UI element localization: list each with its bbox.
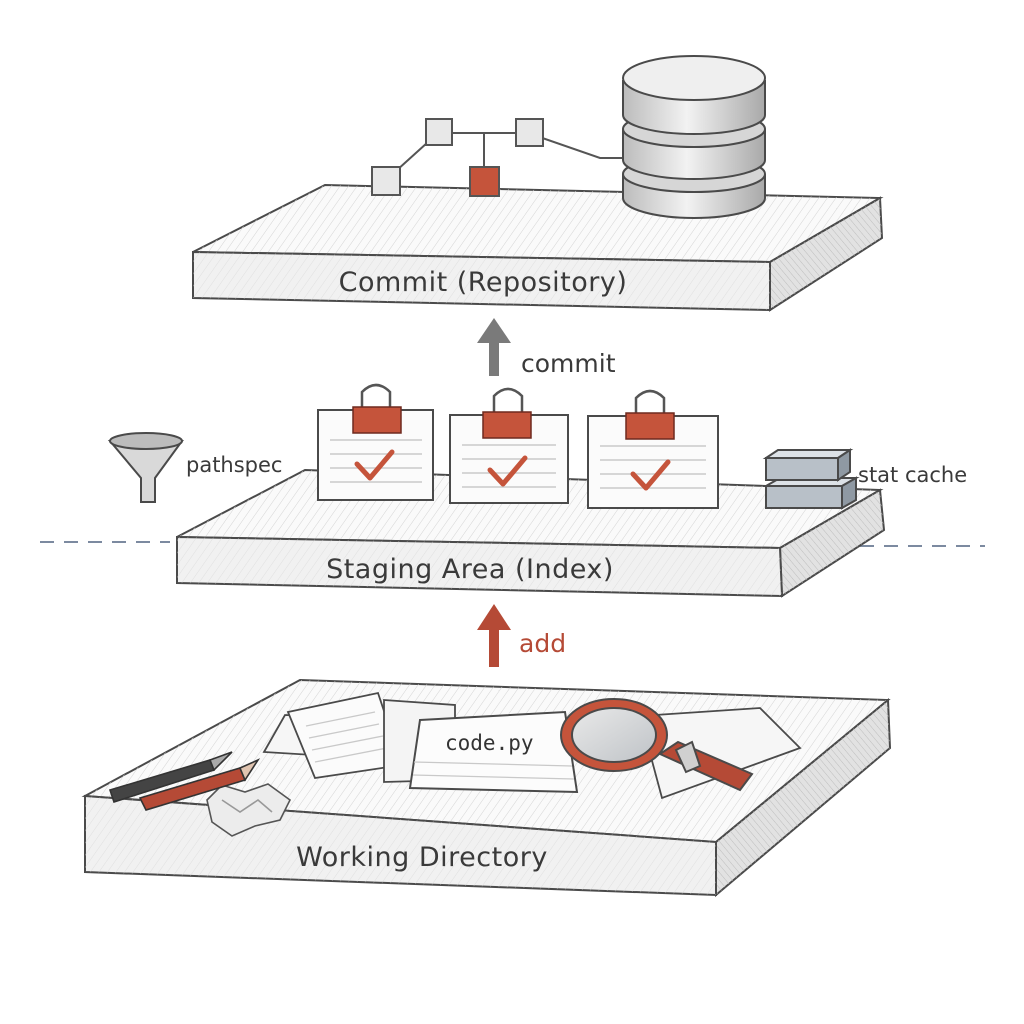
add-label: add xyxy=(519,629,566,658)
stat-cache-label: stat cache xyxy=(858,463,967,487)
repository-label: Commit (Repository) xyxy=(339,267,628,298)
database-icon xyxy=(622,55,766,219)
crumpled-paper-icon xyxy=(206,783,292,837)
pencil-icon xyxy=(108,751,261,811)
staged-file-card xyxy=(587,389,719,509)
funnel-icon xyxy=(107,432,184,503)
loose-paper-icon xyxy=(262,691,802,800)
magnifying-glass-icon xyxy=(560,698,754,792)
stacked-blocks-icon xyxy=(762,448,860,510)
commit-arrow-icon xyxy=(477,318,511,376)
index-separator-line xyxy=(40,541,985,547)
pathspec-label: pathspec xyxy=(186,453,282,477)
commit-label: commit xyxy=(521,349,616,378)
binder-clip-icon xyxy=(625,389,675,440)
add-arrow-icon xyxy=(477,604,511,667)
staging-label: Staging Area (Index) xyxy=(326,554,614,585)
code-file-name: code.py xyxy=(445,731,534,755)
working-directory-label: Working Directory xyxy=(296,842,548,873)
staged-file-card xyxy=(449,387,569,504)
commit-graph-icon xyxy=(371,118,625,197)
binder-clip-icon xyxy=(352,383,402,434)
binder-clip-icon xyxy=(482,387,532,439)
code-file-card: code.py xyxy=(408,710,579,794)
staged-file-card xyxy=(317,383,434,501)
